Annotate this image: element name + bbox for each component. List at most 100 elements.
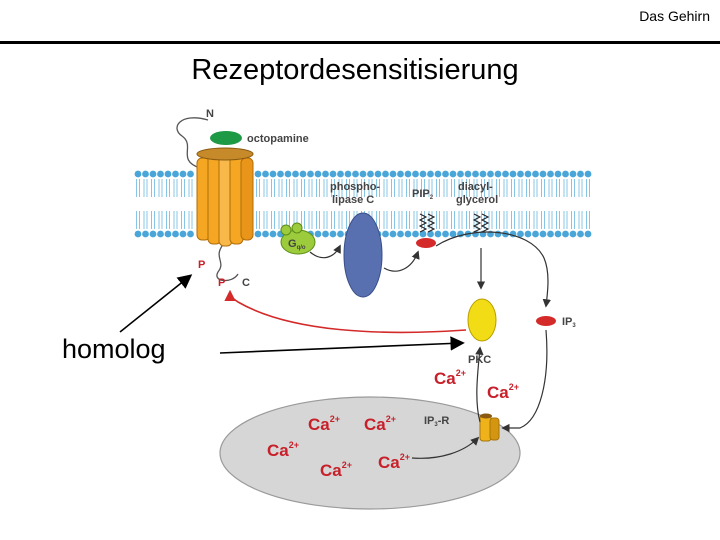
lipid-head xyxy=(502,170,509,178)
lipid-tail xyxy=(518,211,523,229)
pip2-lipid-tail xyxy=(418,213,436,233)
octopamine-label: octopamine xyxy=(247,133,309,145)
lipid-tail xyxy=(436,179,440,197)
lipid-tail xyxy=(481,179,485,197)
calcium-ion-1: Ca2+ xyxy=(434,368,466,388)
lipid-tail xyxy=(406,211,410,229)
lipid-tail xyxy=(518,179,523,197)
arrow-ca-to-pkc xyxy=(475,346,484,423)
lipid-head xyxy=(254,230,262,238)
lipid-tail xyxy=(188,179,193,197)
lipid-head xyxy=(307,170,314,178)
lipid-head xyxy=(524,170,532,178)
lipid-tail xyxy=(443,211,448,229)
lipid-head xyxy=(187,230,194,238)
lipid-tail xyxy=(406,179,410,197)
lipid-head xyxy=(134,170,142,178)
g-protein-label: Gq/o xyxy=(288,238,306,251)
lipid-tail xyxy=(436,211,440,229)
lipid-head xyxy=(314,170,322,178)
lipid-tail xyxy=(173,211,178,229)
lipid-tail xyxy=(503,179,508,197)
lipid-head xyxy=(487,170,494,178)
lipid-head xyxy=(532,230,539,238)
lipid-tail xyxy=(346,179,350,197)
lipid-head xyxy=(367,170,374,178)
homolog-arrow-to-receptor xyxy=(119,274,193,333)
lipid-head xyxy=(329,170,337,178)
lipid-head xyxy=(479,170,487,178)
lipid-tail xyxy=(361,179,365,197)
lipid-tail xyxy=(526,179,530,197)
lipid-tail xyxy=(421,179,425,197)
lipid-head xyxy=(562,170,569,178)
lipid-head xyxy=(539,230,547,238)
lipid-head xyxy=(494,170,502,178)
lipid-head xyxy=(322,170,329,178)
lipid-tail xyxy=(278,179,283,197)
lipid-head xyxy=(532,170,539,178)
lipid-head xyxy=(157,170,164,178)
lipid-head xyxy=(389,170,397,178)
lipid-tail xyxy=(398,179,403,197)
lipid-head xyxy=(172,230,179,238)
lipid-tail xyxy=(353,179,358,197)
lipid-tail xyxy=(308,179,313,197)
lipid-tail xyxy=(316,211,320,229)
lipid-tail xyxy=(511,211,515,229)
lipid-head xyxy=(494,230,502,238)
lipid-head xyxy=(412,230,419,238)
lipid-tail xyxy=(368,179,373,197)
lipid-head xyxy=(569,170,577,178)
lipid-tail xyxy=(331,179,335,197)
lipid-head xyxy=(427,170,434,178)
lipid-head xyxy=(134,230,142,238)
lipid-tail xyxy=(428,179,433,197)
receptor-c-terminus-chain xyxy=(216,245,239,282)
phospholipase-c xyxy=(343,212,383,298)
lipid-head xyxy=(269,230,277,238)
slide-title: Rezeptordesensitisierung xyxy=(191,54,519,86)
arrow-pkc-to-receptor xyxy=(224,289,467,334)
lipid-tail xyxy=(256,211,260,229)
lipid-tail xyxy=(323,179,328,197)
lipid-head xyxy=(404,230,412,238)
arrow-gprotein-to-plc xyxy=(309,244,341,259)
lipid-tail xyxy=(571,179,575,197)
lipid-tail xyxy=(398,211,403,229)
lipid-head xyxy=(337,230,344,238)
lipid-head xyxy=(554,230,562,238)
lipid-tail xyxy=(286,179,290,197)
lipid-head xyxy=(427,230,434,238)
lipid-head xyxy=(442,170,449,178)
homolog-label: homolog xyxy=(62,334,166,364)
lipid-head xyxy=(374,170,382,178)
lipid-head xyxy=(397,170,404,178)
lipid-head xyxy=(389,230,397,238)
lipid-tail xyxy=(323,211,328,229)
header-title: Das Gehirn xyxy=(639,8,710,24)
lipid-tail xyxy=(578,211,583,229)
lipid-tail xyxy=(443,179,448,197)
lipid-head xyxy=(464,170,472,178)
lipid-tail xyxy=(578,179,583,197)
lipid-head xyxy=(179,170,187,178)
lipid-head xyxy=(412,170,419,178)
ip3-receptor-channel xyxy=(479,413,500,442)
lipid-head xyxy=(164,230,172,238)
lipid-tail xyxy=(188,211,193,229)
c-terminus-label: C xyxy=(242,277,250,289)
plc-label: phospho-lipase C xyxy=(330,181,380,206)
lipid-head xyxy=(149,230,157,238)
ip3-molecule xyxy=(536,316,556,326)
lipid-tail xyxy=(271,211,275,229)
lipid-head xyxy=(547,170,554,178)
lipid-head xyxy=(322,230,329,238)
lipid-tail xyxy=(548,179,553,197)
lipid-head xyxy=(442,230,449,238)
lipid-tail xyxy=(556,179,560,197)
lipid-tail xyxy=(503,211,508,229)
lipid-head xyxy=(584,170,592,178)
calcium-ion-6: Ca2+ xyxy=(320,460,352,480)
lipid-tail xyxy=(136,211,140,229)
